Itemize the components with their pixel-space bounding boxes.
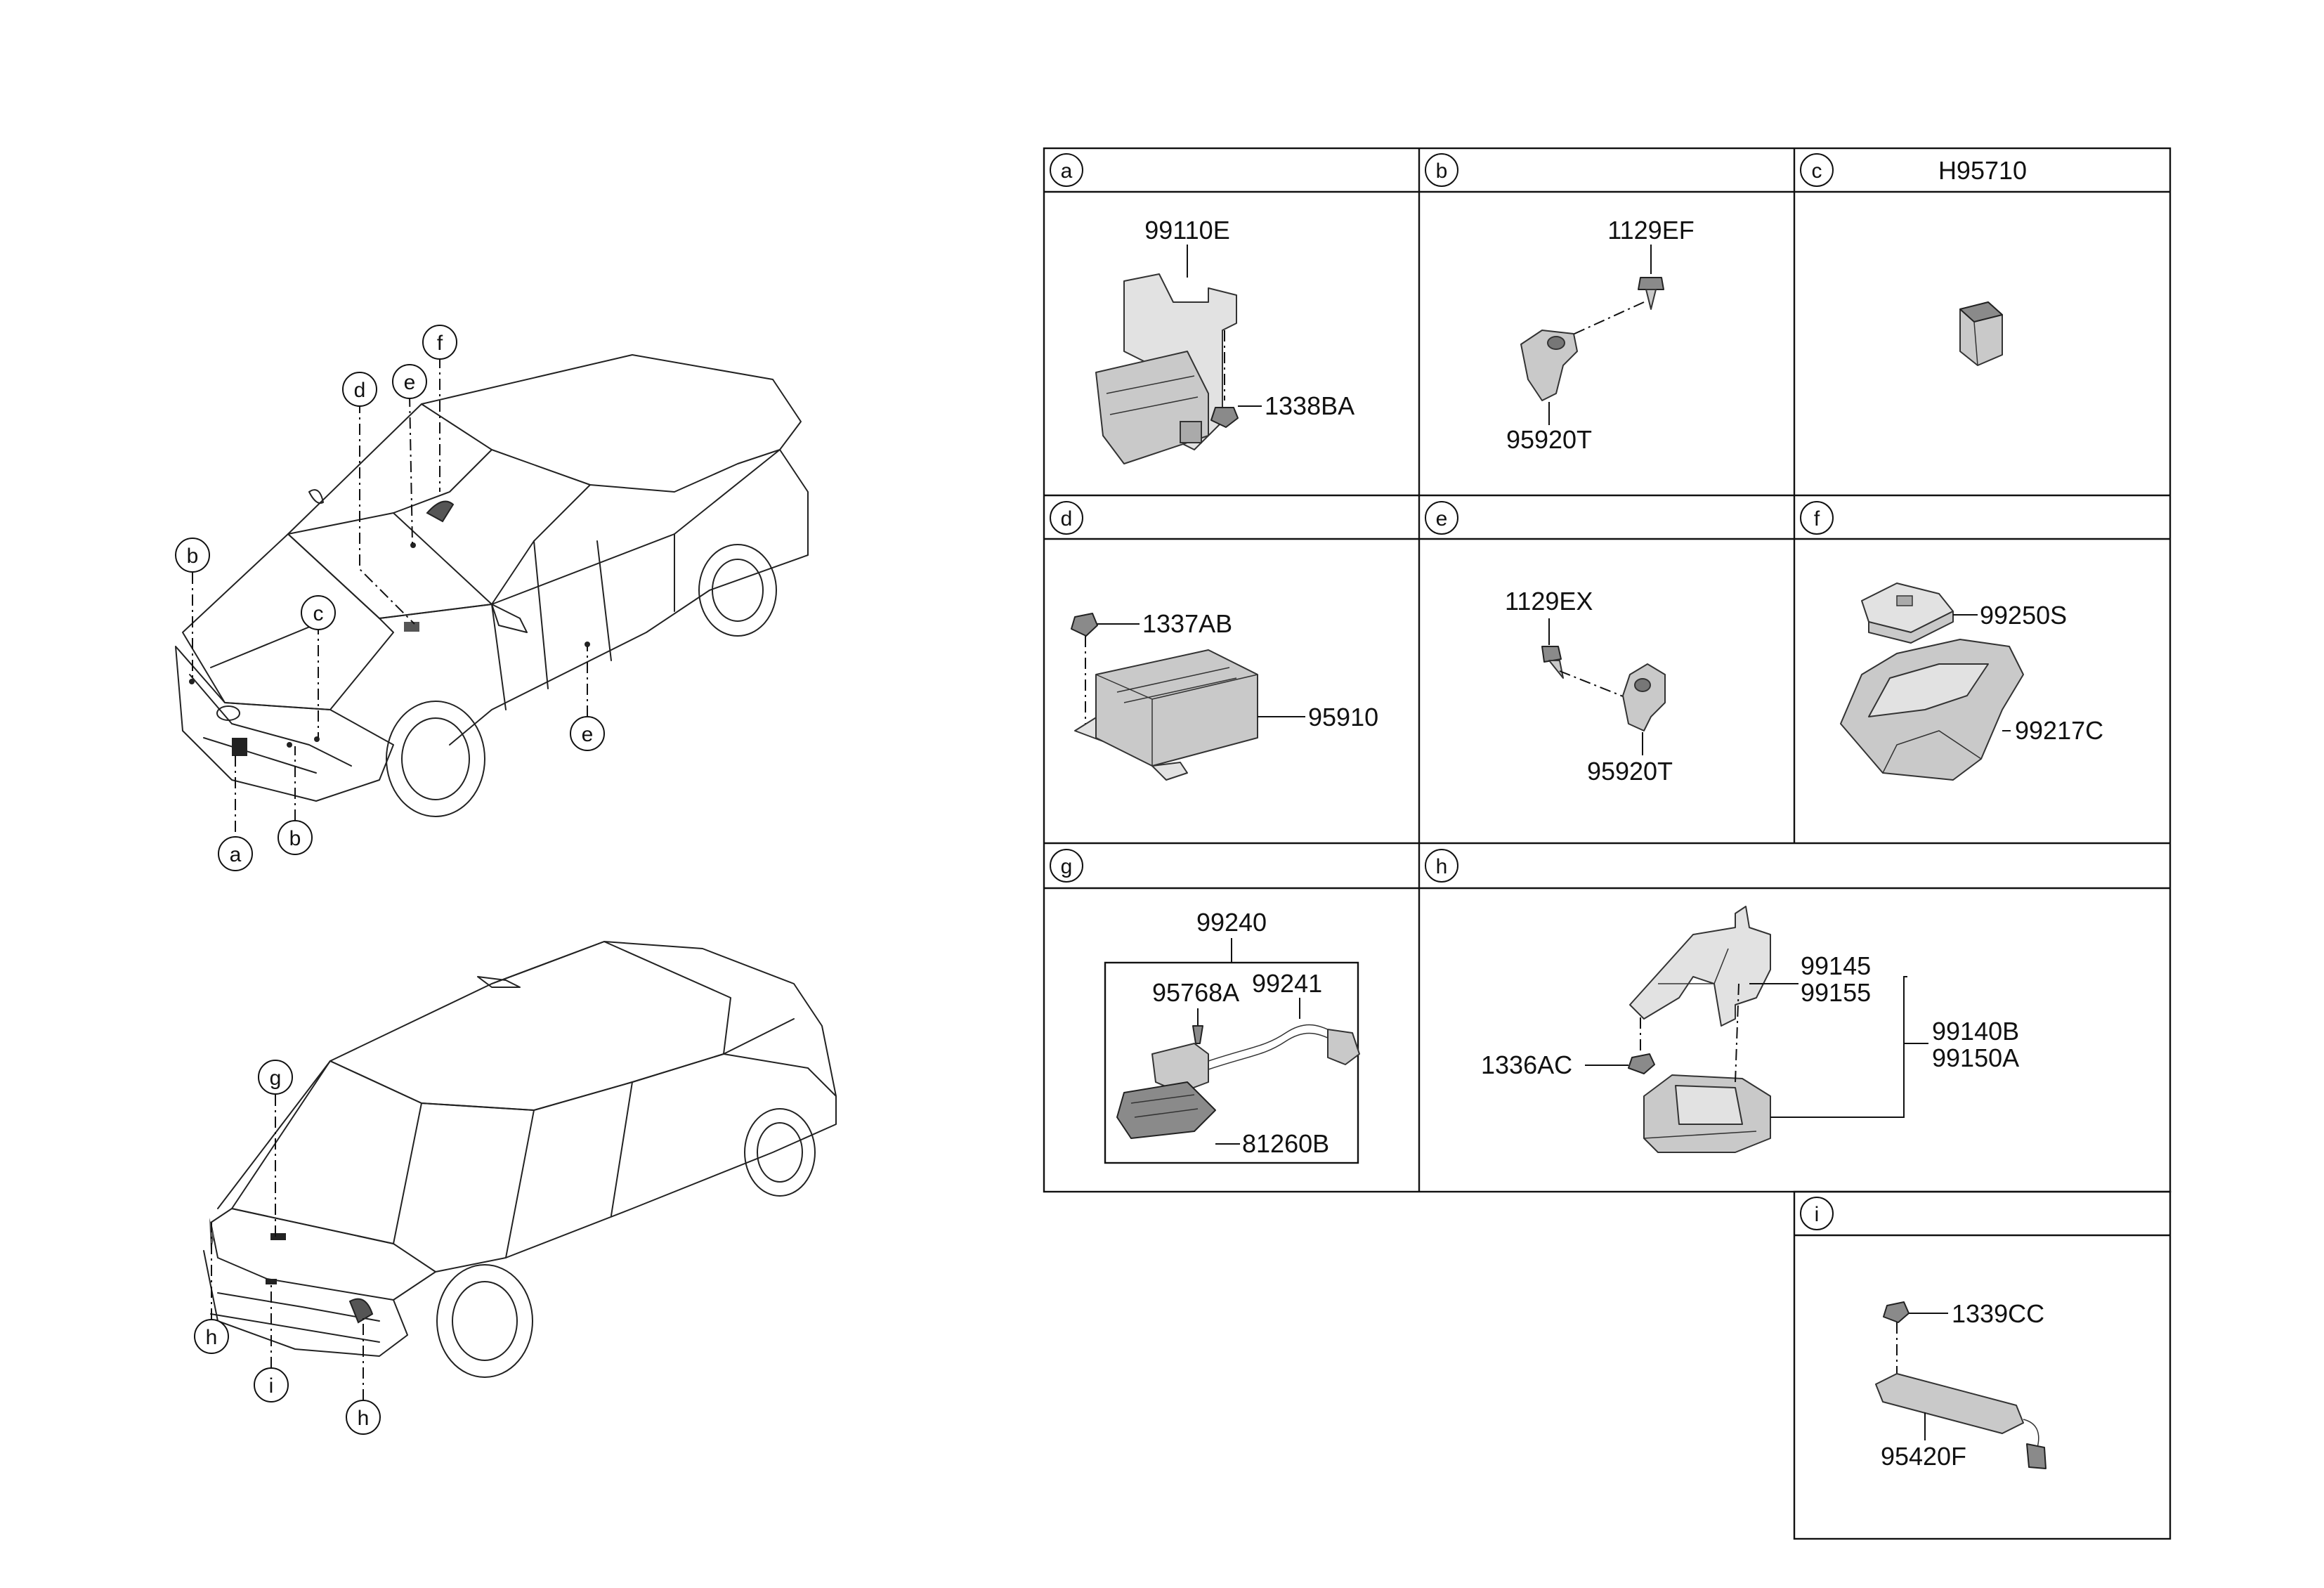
panel-b: 1129EF 95920T [1506, 216, 1695, 454]
panel-c-header-part: H95710 [1938, 156, 2027, 185]
callout-d: d [354, 379, 366, 402]
panel-a: 99110E 1338BA [1095, 216, 1354, 464]
part-95920T: 95920T [1506, 425, 1592, 454]
callout-i: i [269, 1374, 274, 1398]
callout-c: c [313, 602, 324, 625]
antenna-module-icon [1875, 1373, 2046, 1469]
camera-module-icon [1959, 301, 2003, 366]
part-1339CC: 1339CC [1952, 1299, 2044, 1328]
part-1336AC: 1336AC [1481, 1050, 1572, 1079]
part-99217C: 99217C [2015, 716, 2103, 745]
panel-d-letter: d [1061, 507, 1073, 531]
sensor-bracket-icon [1622, 663, 1666, 731]
panel-headers: a b c H95710 d e f g h i [1050, 153, 2027, 1230]
sensor-bolt-icon [1541, 646, 1564, 679]
part-1129EX: 1129EX [1505, 587, 1593, 616]
nut-icon [1628, 1053, 1655, 1074]
part-1337AB: 1337AB [1142, 609, 1232, 638]
panel-i-letter: i [1815, 1203, 1820, 1226]
radar-module-bracket-icon [1095, 273, 1237, 464]
rear-radar-bracket-icon [1629, 906, 1771, 1027]
panel-c [1959, 301, 2003, 366]
part-99240: 99240 [1196, 908, 1267, 937]
nut-icon [1071, 613, 1098, 637]
callout-e-upper: e [404, 371, 416, 394]
camera-bracket-icon [1861, 583, 1954, 644]
panel-e: 1129EX 95920T [1505, 587, 1673, 786]
part-81260B: 81260B [1242, 1129, 1329, 1158]
panel-g: 99240 95768A 99241 81260B [1104, 908, 1360, 1164]
panel-i: 1339CC 95420F [1875, 1299, 2046, 1471]
callout-a-front: a [230, 843, 242, 866]
nut-icon [1883, 1301, 1910, 1323]
panel-b-letter: b [1436, 160, 1448, 183]
rear-car-view [203, 941, 837, 1378]
part-95420F: 95420F [1881, 1442, 1966, 1471]
part-1338BA: 1338BA [1265, 391, 1354, 420]
parts-grid [1043, 147, 2172, 1540]
part-99155: 99155 [1801, 978, 1871, 1007]
part-99250S: 99250S [1980, 601, 2067, 630]
callout-h-left: h [206, 1326, 218, 1349]
panel-e-letter: e [1436, 507, 1448, 531]
part-99140B: 99140B [1932, 1017, 2019, 1046]
rear-callouts: g h i h [194, 1060, 381, 1435]
callout-e-lower: e [582, 723, 594, 746]
front-car-view [175, 354, 809, 817]
panel-h-letter: h [1436, 855, 1448, 878]
callout-b-front-left: b [187, 545, 199, 568]
panel-c-letter: c [1812, 160, 1822, 183]
sensor-bracket-icon [1520, 330, 1578, 401]
callout-f: f [437, 332, 443, 355]
part-1129EF: 1129EF [1607, 216, 1694, 245]
part-95920T-e: 95920T [1587, 757, 1673, 786]
part-95910: 95910 [1308, 703, 1378, 731]
panel-h: 1336AC 99145 99155 99140B 99150A [1481, 906, 2019, 1153]
callout-b-front-right: b [289, 827, 301, 850]
part-99110E: 99110E [1144, 216, 1229, 245]
front-callouts: a b b c d e f e [175, 325, 605, 871]
part-99145: 99145 [1801, 951, 1871, 980]
panel-f: 99250S 99217C [1840, 583, 2103, 781]
panel-f-letter: f [1814, 507, 1820, 531]
callout-g: g [270, 1067, 282, 1090]
panel-d: 1337AB 95910 [1071, 609, 1378, 781]
nut-icon [1210, 407, 1239, 428]
control-unit-icon [1074, 649, 1258, 781]
part-95768A: 95768A [1152, 978, 1239, 1007]
callout-h-right: h [358, 1407, 370, 1430]
windshield-camera-cover-icon [1840, 639, 2024, 781]
sensor-bolt-icon [1638, 277, 1664, 310]
part-99241: 99241 [1252, 969, 1322, 998]
radar-sensor-icon [1643, 1074, 1771, 1153]
part-99150A: 99150A [1932, 1043, 2019, 1072]
rear-camera-assembly-icon [1116, 1024, 1360, 1139]
panel-g-letter: g [1061, 855, 1073, 878]
panel-a-letter: a [1061, 160, 1073, 183]
